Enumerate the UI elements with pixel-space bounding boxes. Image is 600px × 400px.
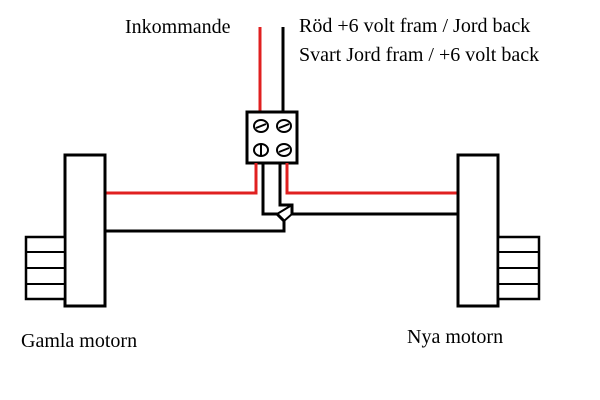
incoming-label: Inkommande xyxy=(125,16,231,38)
old-motor-icon xyxy=(24,153,107,308)
black-wire-to-old-motor xyxy=(105,163,286,233)
terminal-block-icon xyxy=(245,110,299,165)
new-motor-icon xyxy=(456,153,541,308)
crossing-jumper xyxy=(276,204,293,215)
terminal-screw-icon xyxy=(276,119,292,133)
red-wire-label: Röd +6 volt fram / Jord back xyxy=(299,15,531,37)
red-wire-to-new-motor xyxy=(285,163,458,195)
terminal-screw-icon xyxy=(253,143,269,157)
black-wire-to-new-motor xyxy=(278,163,458,216)
new-motor-label: Nya motorn xyxy=(407,326,504,348)
black-wire-label: Svart Jord fram / +6 volt back xyxy=(299,44,540,66)
terminal-screw-icon xyxy=(253,119,269,133)
crossing-jumper xyxy=(283,213,293,222)
terminal-screw-icon xyxy=(276,143,292,157)
red-wire-to-old-motor xyxy=(105,163,258,195)
old-motor-label: Gamla motorn xyxy=(21,330,138,352)
